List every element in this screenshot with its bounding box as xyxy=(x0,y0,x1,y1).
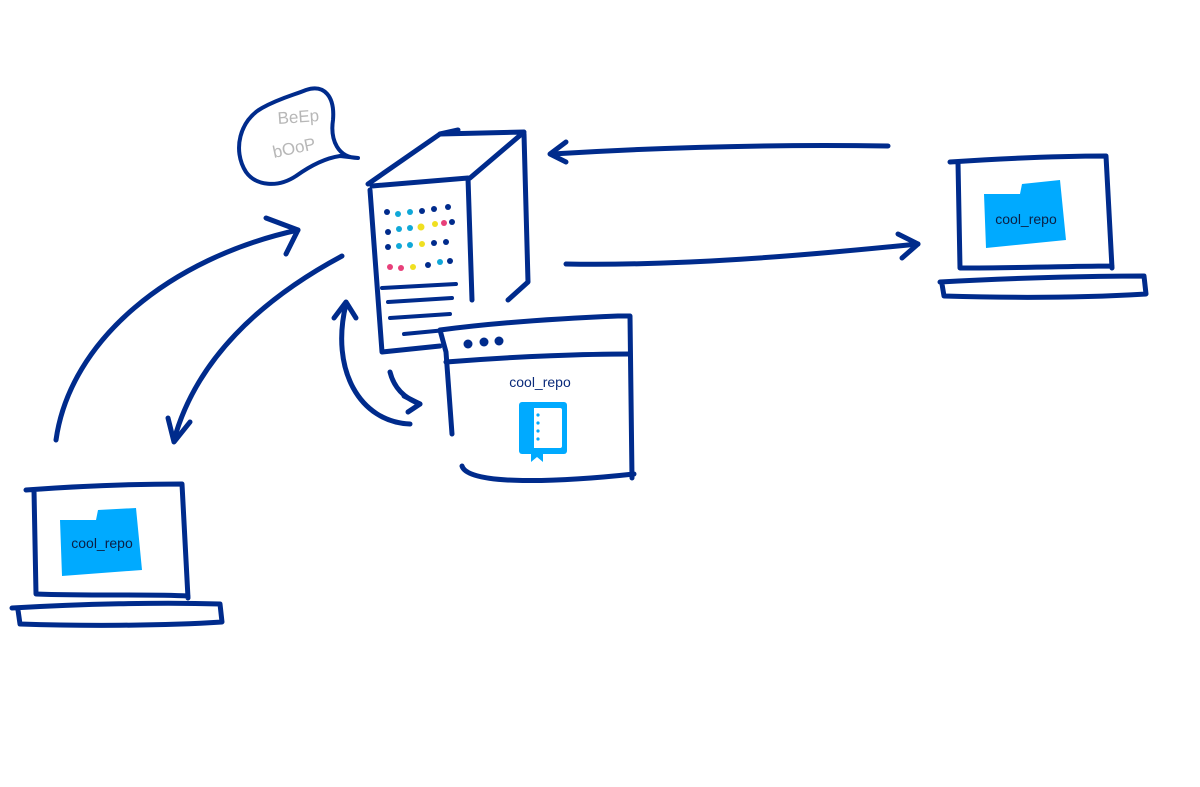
laptop-right-screen xyxy=(947,153,1115,271)
server-side xyxy=(437,127,531,303)
led xyxy=(449,219,455,225)
laptop-right: cool_repo xyxy=(937,153,1149,300)
remote-repo-label: cool_repo xyxy=(509,374,571,390)
led xyxy=(445,204,451,210)
led xyxy=(398,265,404,271)
speech-bubble-outline xyxy=(237,86,360,186)
led xyxy=(432,221,438,227)
arrow-server-repo-loop xyxy=(331,299,423,427)
remote-window-titlebar xyxy=(443,351,633,365)
led xyxy=(410,264,416,270)
led xyxy=(425,262,431,268)
laptop-left: cool_repo xyxy=(9,481,225,628)
folder-icon xyxy=(60,508,142,576)
server-tower xyxy=(365,127,531,355)
remote-repo-window: cool_repo xyxy=(437,313,637,484)
led xyxy=(437,259,443,265)
window-dot-icon xyxy=(463,339,473,349)
repo-book-icon xyxy=(519,402,567,462)
led xyxy=(443,239,449,245)
led xyxy=(431,206,437,212)
speech-bubble: BeEp bOoP xyxy=(237,86,360,186)
speech-bubble-line1: BeEp xyxy=(277,106,320,128)
server-vent-2 xyxy=(386,296,454,304)
arrow-server-to-left-laptop xyxy=(165,253,345,445)
led xyxy=(396,243,402,249)
led xyxy=(385,244,391,250)
led xyxy=(407,209,413,215)
led xyxy=(419,208,425,214)
arrow-right-laptop-to-server xyxy=(547,139,891,165)
led xyxy=(431,240,437,246)
laptop-left-screen xyxy=(23,481,191,601)
led xyxy=(396,226,402,232)
led xyxy=(387,264,393,270)
window-dot-icon xyxy=(494,336,504,346)
led xyxy=(395,211,401,217)
server-vent-3 xyxy=(388,312,452,320)
led xyxy=(407,225,413,231)
laptop-left-folder-label: cool_repo xyxy=(71,535,133,551)
laptop-right-base xyxy=(937,273,1149,300)
window-dot-icon xyxy=(479,337,489,347)
led xyxy=(417,223,425,231)
laptop-right-folder-label: cool_repo xyxy=(995,211,1057,227)
led xyxy=(441,220,447,226)
server-vent-1 xyxy=(380,282,458,290)
led xyxy=(419,241,425,247)
led xyxy=(385,229,391,235)
arrow-server-to-right-laptop xyxy=(563,231,921,267)
arrow-left-laptop-to-server xyxy=(53,215,301,443)
led xyxy=(447,258,453,264)
led xyxy=(384,209,390,215)
led xyxy=(407,242,413,248)
laptop-left-base xyxy=(9,600,225,628)
server-top xyxy=(365,129,527,187)
server-leds xyxy=(384,204,455,271)
speech-bubble-line2: bOoP xyxy=(271,134,317,162)
folder-icon xyxy=(984,180,1066,248)
